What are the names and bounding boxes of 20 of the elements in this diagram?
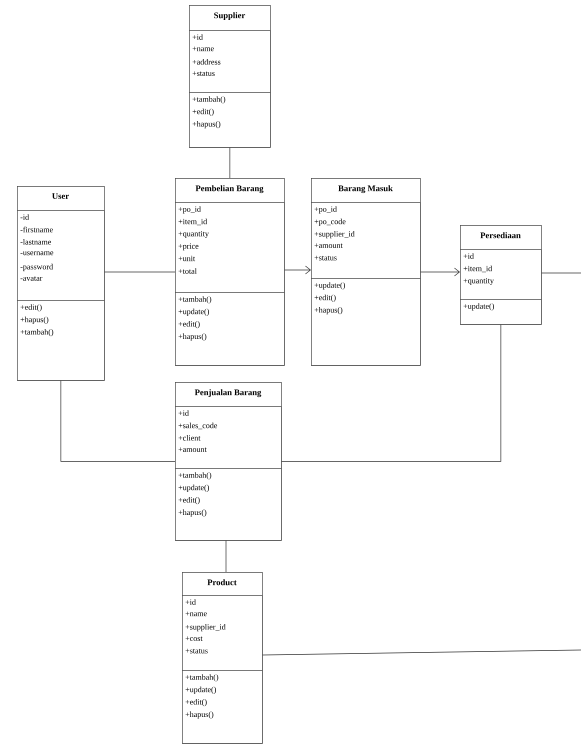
connector	[262, 650, 581, 656]
connector	[420, 268, 460, 276]
member-compartment: +update() +edit() +hapus()	[311, 278, 421, 366]
member-compartment: +tambah() +update() +edit() +hapus()	[175, 292, 285, 366]
member-compartment: +tambah() +update() +edit() +hapus()	[182, 670, 263, 744]
connector	[541, 272, 581, 274]
member-compartment: +po_id +po_code +supplier_id +amount +status	[311, 202, 421, 279]
connector	[281, 324, 502, 462]
member-compartment: +id +item_id +quantity	[460, 249, 542, 300]
member-compartment: +id +name +address +status	[189, 30, 271, 93]
member-compartment: +edit() +hapus() +tambah()	[17, 300, 105, 381]
member-compartment: +id +name +supplier_id +cost +status	[182, 595, 263, 671]
member-compartment: +tambah() +update() +edit() +hapus()	[175, 468, 282, 541]
connector	[284, 266, 311, 274]
member-compartment: -id -firstname -lastname -username -password -avatar	[17, 210, 105, 301]
member-compartment: +po_id +item_id +quantity +price +unit +total	[175, 202, 285, 293]
connector	[60, 380, 176, 462]
member-compartment: +id +sales_code +client +amount	[175, 406, 282, 469]
member-compartment: +update()	[460, 299, 542, 325]
member-compartment: +tambah() +edit() +hapus()	[189, 92, 271, 148]
